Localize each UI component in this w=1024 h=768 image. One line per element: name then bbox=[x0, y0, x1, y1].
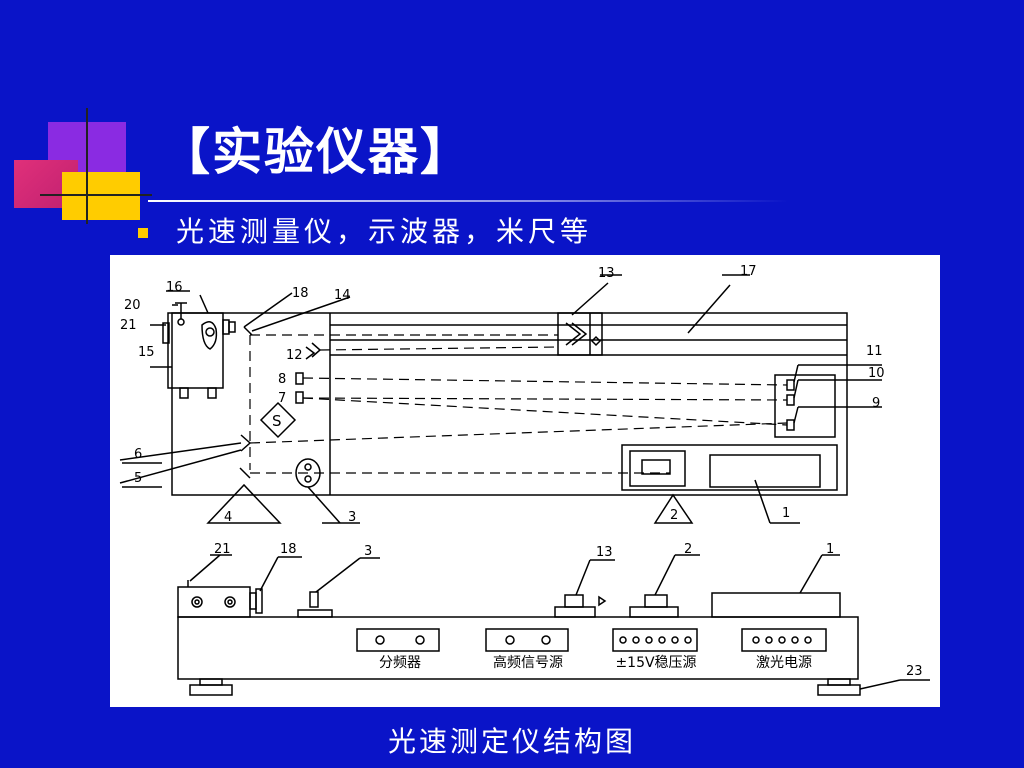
label-2: 2 bbox=[670, 508, 678, 523]
sample-s bbox=[259, 401, 297, 439]
bullet-text: 光速测量仪，示波器，米尺等 bbox=[176, 215, 593, 248]
module-label-divider: 分频器 bbox=[379, 655, 421, 671]
panel-hf-source bbox=[485, 628, 569, 652]
label-9: 9 bbox=[872, 396, 880, 411]
prism-carriage bbox=[557, 312, 603, 356]
top-view-frame bbox=[171, 312, 848, 496]
side-laser-psu bbox=[711, 592, 841, 618]
apparatus-svg: 17 13 16 20 21 15 18 14 12 8 7 S 6 5 4 3… bbox=[119, 264, 930, 696]
label-4: 4 bbox=[224, 510, 232, 525]
panel-laser-psu bbox=[741, 628, 827, 652]
label-side-2: 2 bbox=[684, 542, 692, 557]
module-label-psu: ±15V稳压源 bbox=[615, 655, 696, 671]
apparatus-diagram: 17 13 16 20 21 15 18 14 12 8 7 S 6 5 4 3… bbox=[110, 255, 940, 707]
label-side-23: 23 bbox=[906, 664, 923, 679]
deco-horizontal-line bbox=[40, 194, 152, 196]
label-7: 7 bbox=[278, 391, 286, 406]
label-20: 20 bbox=[124, 298, 141, 313]
slide-title: 【实验仪器】 bbox=[160, 122, 472, 181]
label-side-3: 3 bbox=[364, 544, 372, 559]
label-side-1: 1 bbox=[826, 542, 834, 557]
component-2 bbox=[629, 450, 686, 487]
label-5: 5 bbox=[134, 471, 142, 486]
label-6: 6 bbox=[134, 447, 142, 462]
module-label-laser-psu: 激光电源 bbox=[756, 654, 812, 671]
label-side-18: 18 bbox=[280, 542, 297, 557]
label-14: 14 bbox=[334, 288, 351, 303]
label-18: 18 bbox=[292, 286, 309, 301]
label-15: 15 bbox=[138, 345, 155, 360]
label-3: 3 bbox=[348, 510, 356, 525]
label-13: 13 bbox=[598, 266, 615, 281]
deco-vertical-line bbox=[86, 108, 88, 224]
module-label-hf-source: 高频信号源 bbox=[493, 654, 563, 671]
label-side-21: 21 bbox=[214, 542, 231, 557]
reflector-block bbox=[774, 374, 836, 438]
label-16: 16 bbox=[166, 280, 183, 295]
laser-head bbox=[167, 312, 224, 389]
panel-divider bbox=[356, 628, 440, 652]
bullet-marker bbox=[138, 228, 148, 238]
title-underline bbox=[148, 200, 788, 202]
side-view-base bbox=[177, 616, 859, 680]
label-11: 11 bbox=[866, 344, 883, 359]
component-1 bbox=[709, 454, 821, 488]
panel-psu bbox=[612, 628, 698, 652]
side-laser bbox=[177, 586, 251, 618]
label-17: 17 bbox=[740, 264, 757, 279]
label-10: 10 bbox=[868, 366, 885, 381]
deco-yellow-block bbox=[62, 172, 140, 220]
label-8: 8 bbox=[278, 372, 286, 387]
label-side-13: 13 bbox=[596, 545, 613, 560]
label-12: 12 bbox=[286, 348, 303, 363]
power-box bbox=[621, 444, 838, 491]
label-s: S bbox=[272, 412, 282, 430]
label-1: 1 bbox=[782, 506, 790, 521]
label-21: 21 bbox=[120, 318, 137, 333]
figure-caption: 光速测定仪结构图 bbox=[387, 725, 636, 758]
